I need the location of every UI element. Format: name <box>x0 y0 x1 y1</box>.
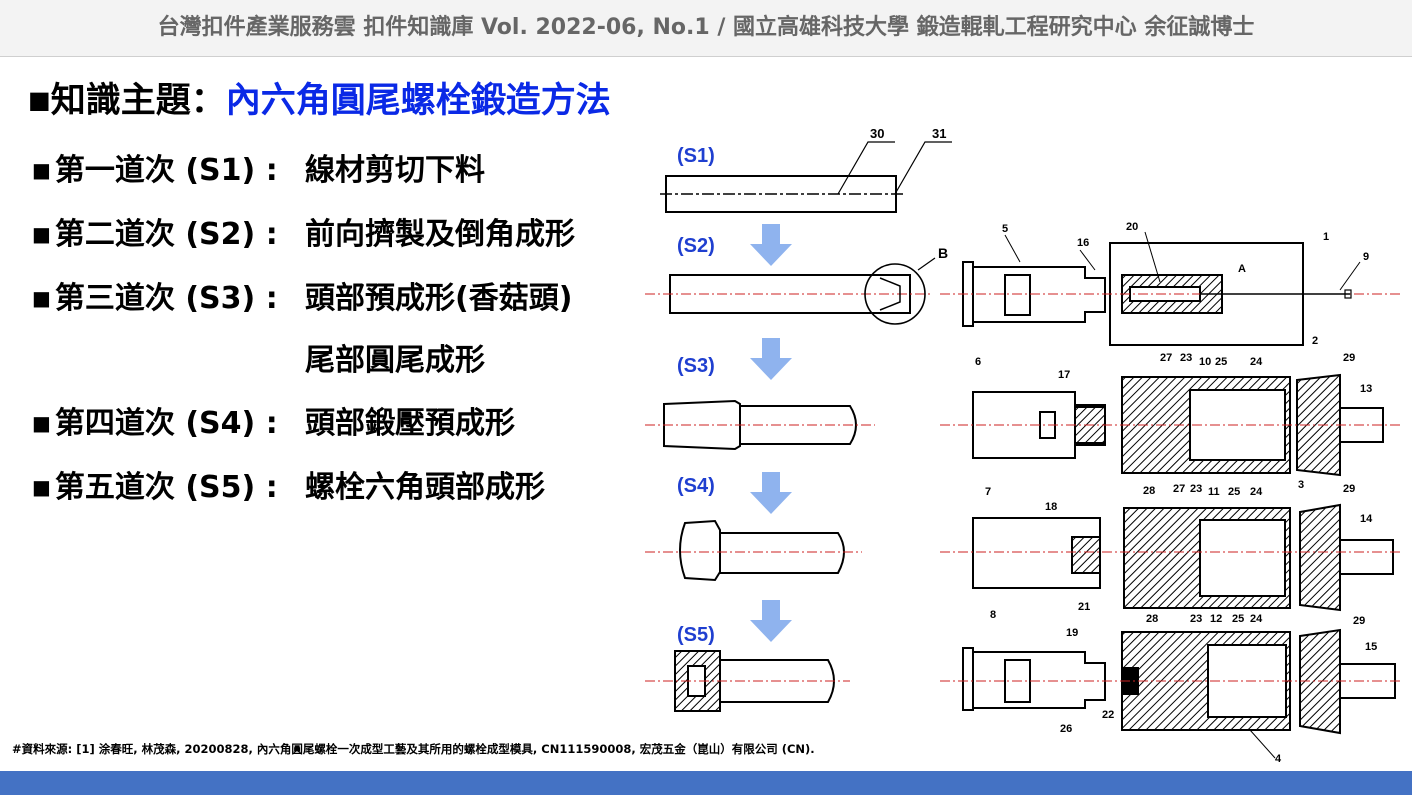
callout-label: 2 <box>1312 335 1318 347</box>
footnote-text: #資料來源: [1] 涂春旺, 林茂森, 20200828, 內六角圓尾螺栓一次… <box>12 742 815 756</box>
callout-label: 11 <box>1208 486 1220 498</box>
callout-label: 10 <box>1199 356 1211 368</box>
step-desc-continued: 尾部圓尾成形 <box>305 343 485 378</box>
callout-label: 29 <box>1343 352 1355 364</box>
callout-label: 27 <box>1160 352 1172 364</box>
callout-label: 29 <box>1353 615 1365 627</box>
callout-label: 24 <box>1250 486 1263 498</box>
callout-label: 23 <box>1190 613 1202 625</box>
s5-finished-bolt <box>645 650 850 712</box>
die-set-3: 6 17 27 23 10 25 24 2 29 13 <box>940 335 1400 477</box>
step-bullet: ■ <box>32 222 51 246</box>
step-label: 第五道次 (S5) : <box>54 470 278 505</box>
step-desc: 前向擠製及倒角成形 <box>305 217 575 252</box>
callout-label: 16 <box>1077 237 1089 249</box>
step-bullet: ■ <box>32 411 51 435</box>
s1-wire-blank: 30 31 <box>660 126 952 213</box>
step-item: ■第五道次 (S5) : 螺栓六角頭部成形 <box>32 462 545 506</box>
callout-label: 28 <box>1146 613 1158 625</box>
callout-label: 24 <box>1250 613 1263 625</box>
s4-preform-blank <box>645 519 862 582</box>
callout-label: 14 <box>1360 513 1373 525</box>
callout-label: 27 <box>1173 483 1185 495</box>
title-topic: 內六角圓尾螺栓鍛造方法 <box>225 81 611 121</box>
callout-label: 30 <box>870 126 884 141</box>
callout-label: 9 <box>1363 251 1369 263</box>
callout-label: 24 <box>1250 356 1263 368</box>
callout-label: 21 <box>1078 601 1090 613</box>
callout-label: 19 <box>1066 627 1078 639</box>
callout-label: 4 <box>1275 753 1282 765</box>
bottom-accent-bar <box>0 771 1412 795</box>
callout-label: 1 <box>1323 231 1329 243</box>
callout-label: 29 <box>1343 483 1355 495</box>
s3-preform-blank <box>645 399 875 451</box>
step-label: 第四道次 (S4) : <box>54 406 278 441</box>
callout-label: 25 <box>1215 356 1227 368</box>
step-label: 第一道次 (S1) : <box>54 153 278 188</box>
page-header: 台灣扣件產業服務雲 扣件知識庫 Vol. 2022-06, No.1 / 國立高… <box>0 0 1412 57</box>
callout-label: 31 <box>932 126 946 141</box>
callout-label: 23 <box>1190 483 1202 495</box>
stage-label-s2: (S2) <box>677 235 715 257</box>
step-desc: 螺栓六角頭部成形 <box>305 470 545 505</box>
down-arrow-icon <box>750 472 792 514</box>
step-bullet: ■ <box>32 475 51 499</box>
step-item: ■第一道次 (S1) : 線材剪切下料 <box>32 145 485 189</box>
page-title: ■知識主題：內六角圓尾螺栓鍛造方法 <box>28 72 611 123</box>
callout-label: 22 <box>1102 709 1114 721</box>
callout-label: 18 <box>1045 501 1057 513</box>
s2-extruded-blank: B <box>645 245 948 325</box>
header-text: 台灣扣件產業服務雲 扣件知識庫 Vol. 2022-06, No.1 / 國立高… <box>157 15 1255 40</box>
callout-label: 15 <box>1365 641 1377 653</box>
callout-label: 6 <box>975 356 981 368</box>
callout-label: 8 <box>990 609 996 621</box>
source-footnote: #資料來源: [1] 涂春旺, 林茂森, 20200828, 內六角圓尾螺栓一次… <box>12 741 815 757</box>
callout-label: 26 <box>1060 723 1072 735</box>
callout-label: 28 <box>1143 485 1155 497</box>
step-bullet: ■ <box>32 286 51 310</box>
callout-label: 25 <box>1232 613 1244 625</box>
step-label: 第二道次 (S2) : <box>54 217 278 252</box>
step-desc: 頭部鍛壓預成形 <box>305 406 515 441</box>
callout-label: 3 <box>1298 479 1304 491</box>
step-item: ■第三道次 (S3) : 頭部預成形(香菇頭) <box>32 273 572 317</box>
die-set-5: 8 19 28 23 12 25 24 29 15 22 26 4 <box>940 609 1400 765</box>
stage-label-s5: (S5) <box>677 624 715 646</box>
down-arrow-icon <box>750 338 792 380</box>
callout-label: 7 <box>985 486 991 498</box>
callout-label: 20 <box>1126 221 1138 233</box>
callout-label: 5 <box>1002 223 1008 235</box>
callout-label: 17 <box>1058 369 1070 381</box>
callout-label: 13 <box>1360 383 1372 395</box>
step-desc: 線材剪切下料 <box>305 153 485 188</box>
callout-label: 25 <box>1228 486 1240 498</box>
callout-label: A <box>1238 263 1246 275</box>
callout-label: 23 <box>1180 352 1192 364</box>
down-arrow-icon <box>750 224 792 266</box>
stage-label-s4: (S4) <box>677 475 715 497</box>
stage-label-s1: (S1) <box>677 145 715 167</box>
step-bullet: ■ <box>32 158 51 182</box>
step-item: ■第四道次 (S4) : 頭部鍛壓預成形 <box>32 398 515 442</box>
stage-label-s3: (S3) <box>677 355 715 377</box>
die-set-4: 7 18 28 27 23 11 25 24 3 29 14 21 <box>940 479 1400 613</box>
title-bullet: ■ <box>28 86 51 114</box>
step-label: 第三道次 (S3) : <box>54 281 278 316</box>
down-arrow-icon <box>750 600 792 642</box>
callout-label: 12 <box>1210 613 1222 625</box>
step-desc: 頭部預成形(香菇頭) <box>305 281 573 316</box>
callout-label: B <box>938 245 948 261</box>
die-set-2: 5 16 20 A 1 9 <box>940 221 1400 346</box>
title-label: 知識主題： <box>50 81 226 121</box>
step-item: ■第二道次 (S2) : 前向擠製及倒角成形 <box>32 209 575 253</box>
